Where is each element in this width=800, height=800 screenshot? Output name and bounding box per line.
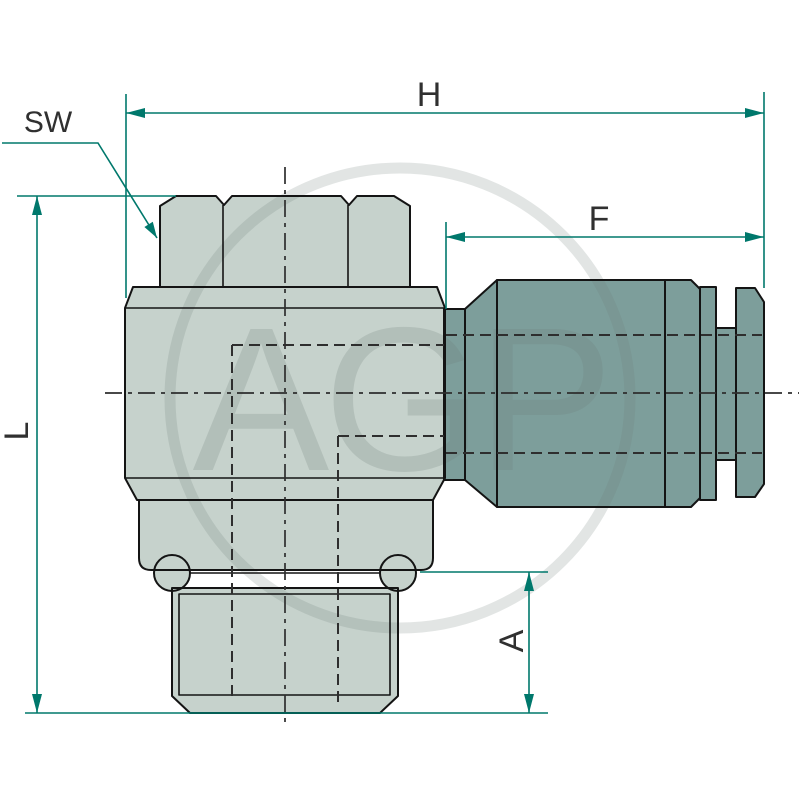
dimension-l: L — [0, 195, 548, 714]
sw-leader-line — [2, 142, 158, 239]
sw-label: SW — [24, 106, 73, 139]
fitting-neck-fill — [444, 309, 465, 480]
f-arrow-left — [446, 232, 465, 242]
a-arrow-bottom — [524, 694, 534, 713]
hidden-lines — [231, 334, 762, 702]
a-arrow-top — [524, 572, 534, 591]
fitting-groove-fill — [716, 328, 736, 460]
leader-sw: SW — [2, 106, 158, 239]
watermark-text: AGP — [193, 285, 608, 514]
watermark-circle — [164, 162, 636, 634]
bottom-collar-fill — [139, 500, 433, 570]
h-label: H — [417, 76, 442, 114]
h-arrow-right — [745, 108, 764, 118]
h-arrow-left — [126, 108, 145, 118]
dimension-h: H — [125, 76, 765, 298]
release-collar-fill — [736, 288, 764, 497]
o-ring-left-fill — [154, 555, 190, 591]
bottom-collar-outline — [138, 499, 434, 571]
centerlines — [105, 167, 799, 723]
f-arrow-right — [745, 232, 764, 242]
o-ring-right-fill — [380, 555, 416, 591]
f-label: F — [589, 200, 610, 238]
part-outlines — [124, 195, 765, 714]
a-label: A — [493, 629, 531, 652]
dimensions: H F L A SW — [0, 76, 765, 714]
watermark: AGP — [164, 162, 636, 634]
l-label: L — [0, 422, 36, 441]
l-arrow-top — [32, 196, 42, 215]
release-collar-outline — [735, 287, 765, 498]
dimension-a: A — [420, 571, 548, 713]
threaded-stud-fill — [172, 588, 398, 713]
sw-leader-arrow — [144, 221, 157, 238]
l-arrow-bottom — [32, 694, 42, 713]
dimension-f: F — [445, 200, 764, 309]
